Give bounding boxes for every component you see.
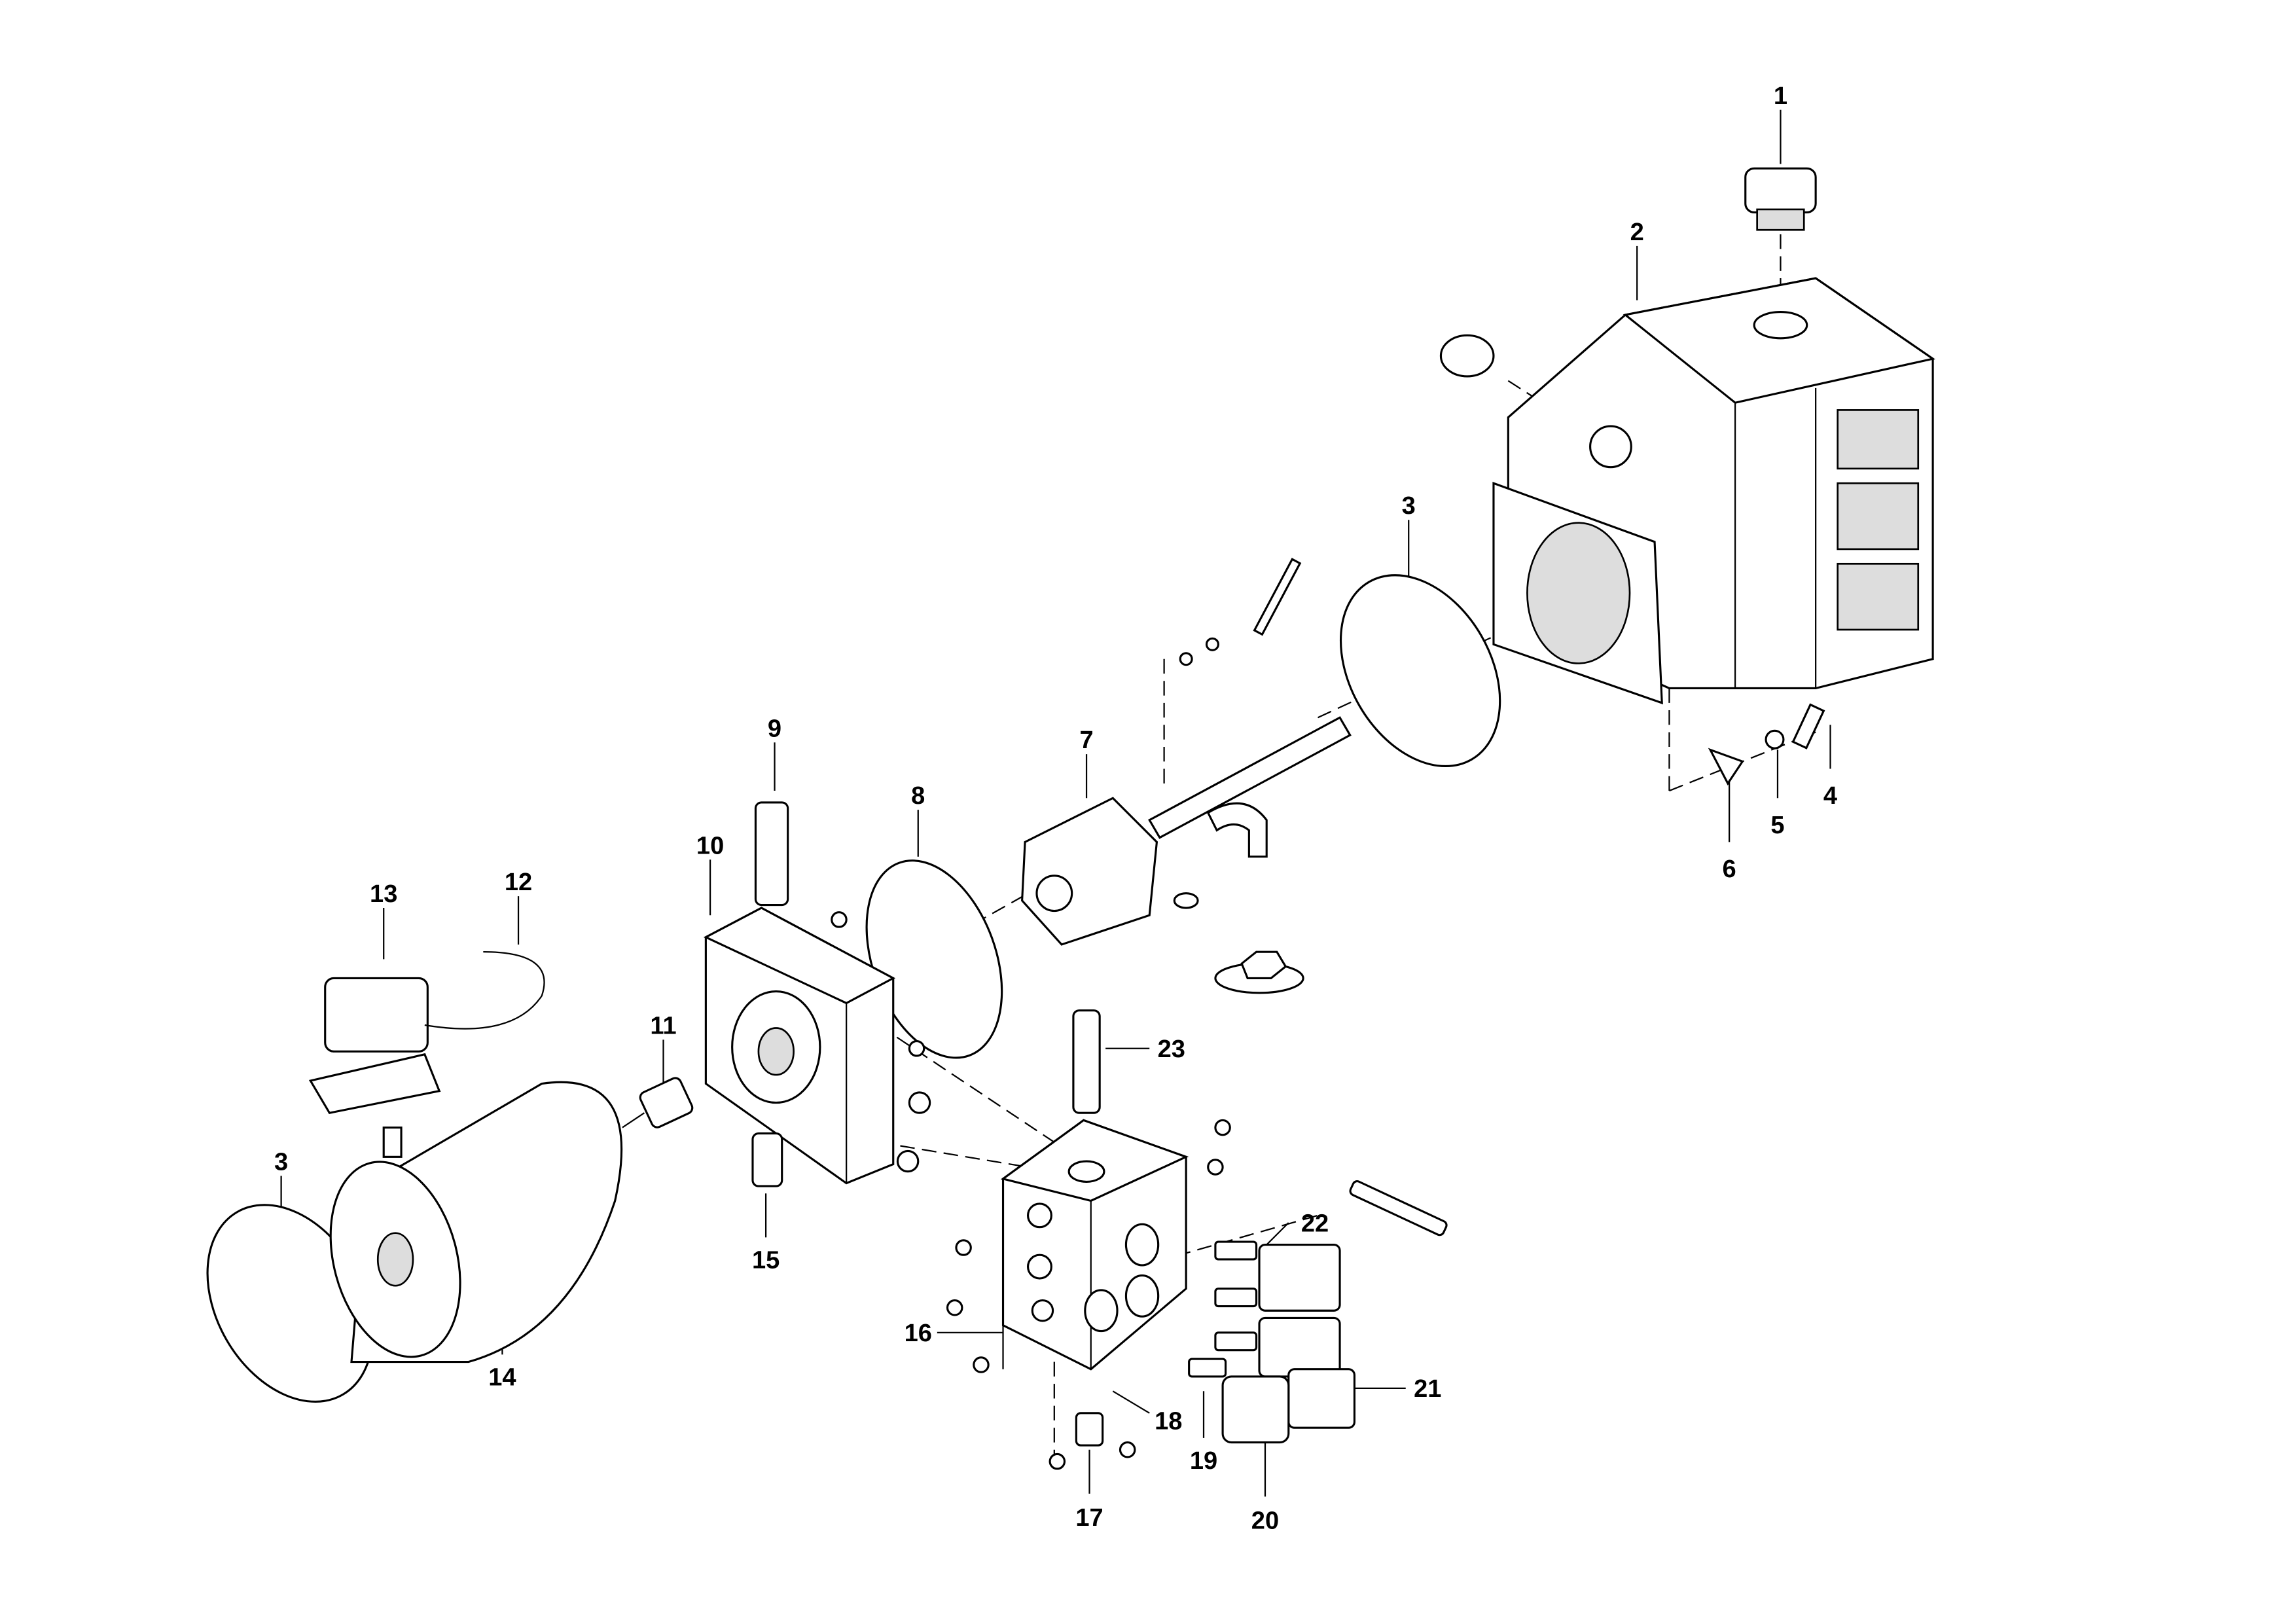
callout-17: 17 (1075, 1504, 1103, 1532)
filler-cap (1744, 167, 1817, 231)
callout-10: 10 (696, 832, 724, 859)
callout-labels: 1 2 3 4 5 6 7 8 9 10 11 12 13 3 14 15 16… (274, 82, 1837, 1535)
breather-plug (1439, 334, 1495, 378)
callout-14: 14 (488, 1363, 516, 1391)
solenoid-valves (1188, 1240, 1356, 1444)
callout-3-clamp: 3 (1402, 492, 1416, 520)
callout-2: 2 (1630, 219, 1644, 246)
callout-6: 6 (1723, 856, 1736, 883)
small-fittings (831, 637, 1231, 1470)
callout-23: 23 (1158, 1036, 1185, 1063)
callout-9: 9 (768, 715, 781, 742)
callout-4: 4 (1823, 782, 1837, 810)
coupling (622, 1077, 694, 1128)
callout-7: 7 (1079, 727, 1093, 754)
callout-22: 22 (1301, 1210, 1329, 1237)
callout-13: 13 (370, 880, 397, 908)
callout-19: 19 (1190, 1447, 1217, 1475)
callout-21: 21 (1414, 1375, 1441, 1403)
callout-11: 11 (650, 1012, 676, 1039)
callout-3-motor-clamp: 3 (274, 1148, 288, 1176)
reservoir-tank (1492, 277, 1935, 705)
callout-12: 12 (505, 869, 532, 896)
callout-15: 15 (752, 1246, 780, 1274)
callout-16: 16 (905, 1320, 932, 1347)
callout-1: 1 (1774, 82, 1787, 110)
callout-20: 20 (1251, 1507, 1279, 1535)
callout-8: 8 (911, 782, 925, 810)
valve-manifold (1000, 1009, 1448, 1447)
bolt-washer-bracket (1708, 703, 1825, 785)
electric-motor (329, 1081, 623, 1363)
solenoid-and-cable (308, 951, 545, 1114)
callout-5: 5 (1770, 812, 1784, 839)
adapter-block (703, 801, 896, 1187)
pump-and-suction (1021, 558, 1352, 994)
callout-18: 18 (1155, 1407, 1182, 1435)
